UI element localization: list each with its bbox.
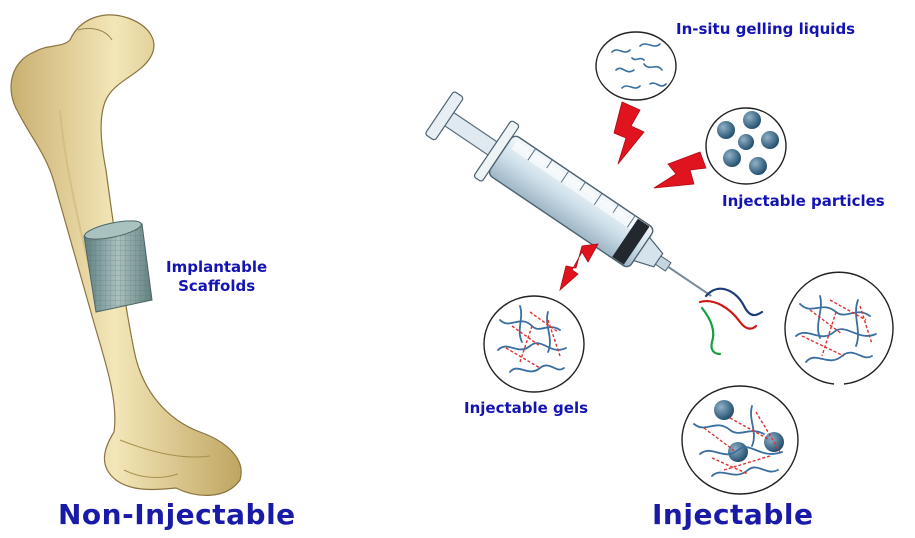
non-injectable-title: Non-Injectable [58, 498, 296, 531]
scaffold-label-line1: Implantable [166, 258, 267, 277]
scaffold-label-line2: Scaffolds [166, 277, 267, 296]
in-situ-liquid-circle [596, 32, 676, 100]
composite-gel-particles-circle [682, 386, 798, 494]
gel-network-circle [785, 272, 893, 384]
in-situ-gelling-label: In-situ gelling liquids [676, 20, 855, 38]
implantable-scaffold-cylinder [83, 217, 152, 312]
injectable-gels-label: Injectable gels [464, 399, 588, 417]
injectable-title: Injectable [652, 498, 813, 531]
injectable-particles-label: Injectable particles [722, 192, 885, 210]
ejected-polymer-strands [700, 289, 762, 354]
syringe-illustration [420, 84, 730, 324]
implantable-scaffolds-label: Implantable Scaffolds [166, 258, 267, 296]
injectable-particles-circle [706, 108, 786, 184]
injectable-gels-circle [484, 296, 584, 392]
